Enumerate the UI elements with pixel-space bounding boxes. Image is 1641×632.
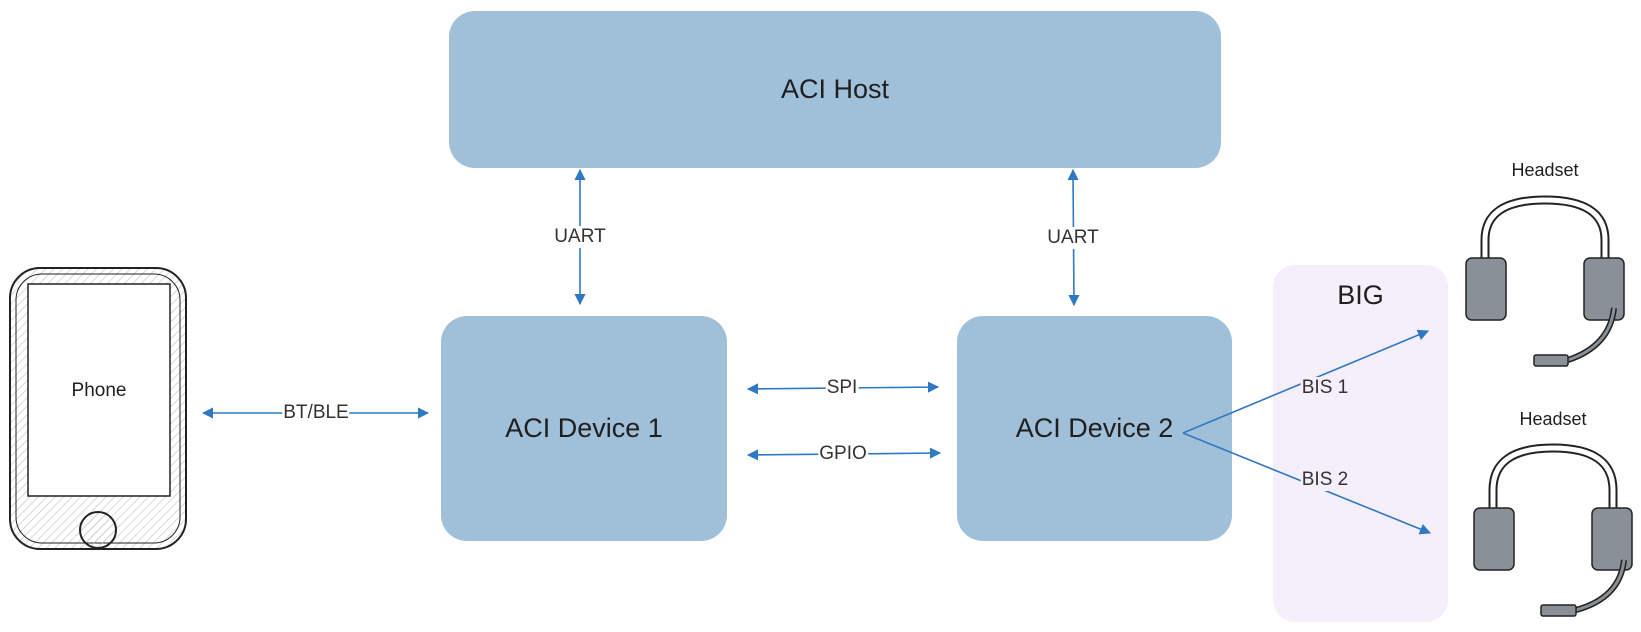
headset-bottom-icon xyxy=(1473,443,1633,617)
uart-left-label: UART xyxy=(553,226,607,248)
big-label: BIG xyxy=(1337,280,1384,310)
phone-icon xyxy=(9,267,187,550)
uart-right-label: UART xyxy=(1046,227,1100,249)
aci-host-box: ACI Host xyxy=(449,11,1221,168)
headset-top-icon xyxy=(1465,195,1625,367)
bt-ble-label: BT/BLE xyxy=(282,402,350,424)
big-group-box xyxy=(1273,265,1448,622)
headset-bottom-label: Headset xyxy=(1519,409,1587,429)
aci-device-1-label: ACI Device 1 xyxy=(505,413,663,443)
aci-device-2-box: ACI Device 2 xyxy=(957,316,1232,541)
gpio-label: GPIO xyxy=(818,443,868,465)
phone-label: Phone xyxy=(71,380,127,401)
aci-device-1-box: ACI Device 1 xyxy=(441,316,727,541)
spi-label: SPI xyxy=(825,377,859,399)
headset-top-label: Headset xyxy=(1511,160,1579,180)
aci-host-label: ACI Host xyxy=(780,74,890,104)
bis-2-label: BIS 2 xyxy=(1300,469,1350,491)
bis-1-label: BIS 1 xyxy=(1300,377,1350,399)
aci-device-2-label: ACI Device 2 xyxy=(1015,413,1174,443)
